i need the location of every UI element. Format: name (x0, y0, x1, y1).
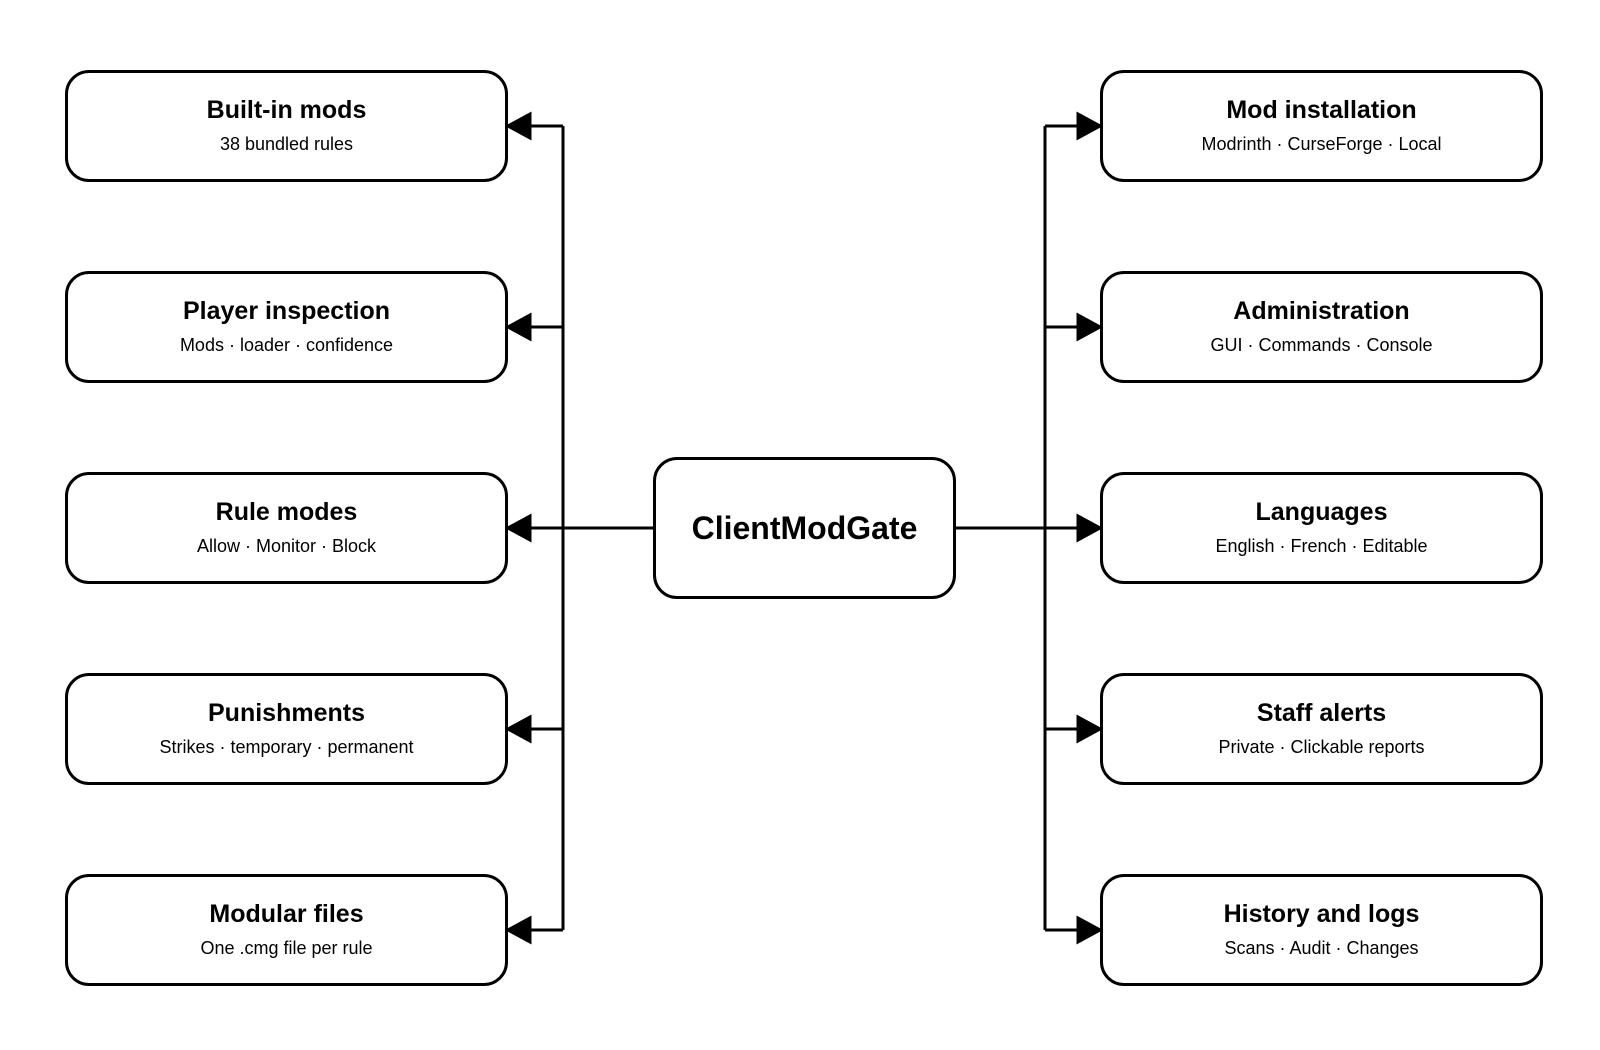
node-history-and-logs: History and logs Scans · Audit · Changes (1100, 874, 1543, 986)
node-subtitle: One .cmg file per rule (200, 938, 373, 958)
left-arrowhead-2 (504, 513, 532, 543)
node-title: Modular files (209, 900, 364, 928)
node-built-in-mods: Built-in mods 38 bundled rules (65, 70, 508, 182)
node-title: Administration (1233, 297, 1410, 325)
node-subtitle: 38 bundled rules (219, 134, 354, 154)
node-subtitle: English · French · Editable (1215, 536, 1428, 556)
right-arrowhead-1 (1076, 312, 1104, 342)
right-arrowhead-0 (1076, 111, 1104, 141)
node-punishments: Punishments Strikes · temporary · perman… (65, 673, 508, 785)
node-subtitle: Scans · Audit · Changes (1224, 938, 1419, 958)
node-title: Punishments (208, 699, 365, 727)
left-arrowhead-0 (504, 111, 532, 141)
node-subtitle: Allow · Monitor · Block (196, 536, 377, 556)
center-title: ClientModGate (691, 510, 918, 546)
node-title: Staff alerts (1256, 699, 1387, 727)
left-arrowhead-1 (504, 312, 532, 342)
node-subtitle: Modrinth · CurseForge · Local (1201, 134, 1442, 154)
left-arrowhead-4 (504, 915, 532, 945)
node-subtitle: Mods · loader · confidence (179, 335, 394, 355)
node-player-inspection: Player inspection Mods · loader · confid… (65, 271, 508, 383)
right-arrowhead-2 (1076, 513, 1104, 543)
node-title: Mod installation (1226, 96, 1417, 124)
node-subtitle: Private · Clickable reports (1218, 737, 1425, 757)
right-arrowhead-4 (1076, 915, 1104, 945)
node-languages: Languages English · French · Editable (1100, 472, 1543, 584)
node-modular-files: Modular files One .cmg file per rule (65, 874, 508, 986)
node-title: Built-in mods (206, 96, 367, 124)
node-center-clientmodgate: ClientModGate (653, 457, 956, 599)
node-subtitle: Strikes · temporary · permanent (159, 737, 414, 757)
node-rule-modes: Rule modes Allow · Monitor · Block (65, 472, 508, 584)
left-arrowhead-3 (504, 714, 532, 744)
node-mod-installation: Mod installation Modrinth · CurseForge ·… (1100, 70, 1543, 182)
node-title: Languages (1255, 498, 1388, 526)
node-subtitle: GUI · Commands · Console (1210, 335, 1433, 355)
right-arrowhead-3 (1076, 714, 1104, 744)
node-title: History and logs (1223, 900, 1420, 928)
node-title: Player inspection (182, 297, 391, 325)
node-staff-alerts: Staff alerts Private · Clickable reports (1100, 673, 1543, 785)
node-title: Rule modes (215, 498, 358, 526)
node-administration: Administration GUI · Commands · Console (1100, 271, 1543, 383)
